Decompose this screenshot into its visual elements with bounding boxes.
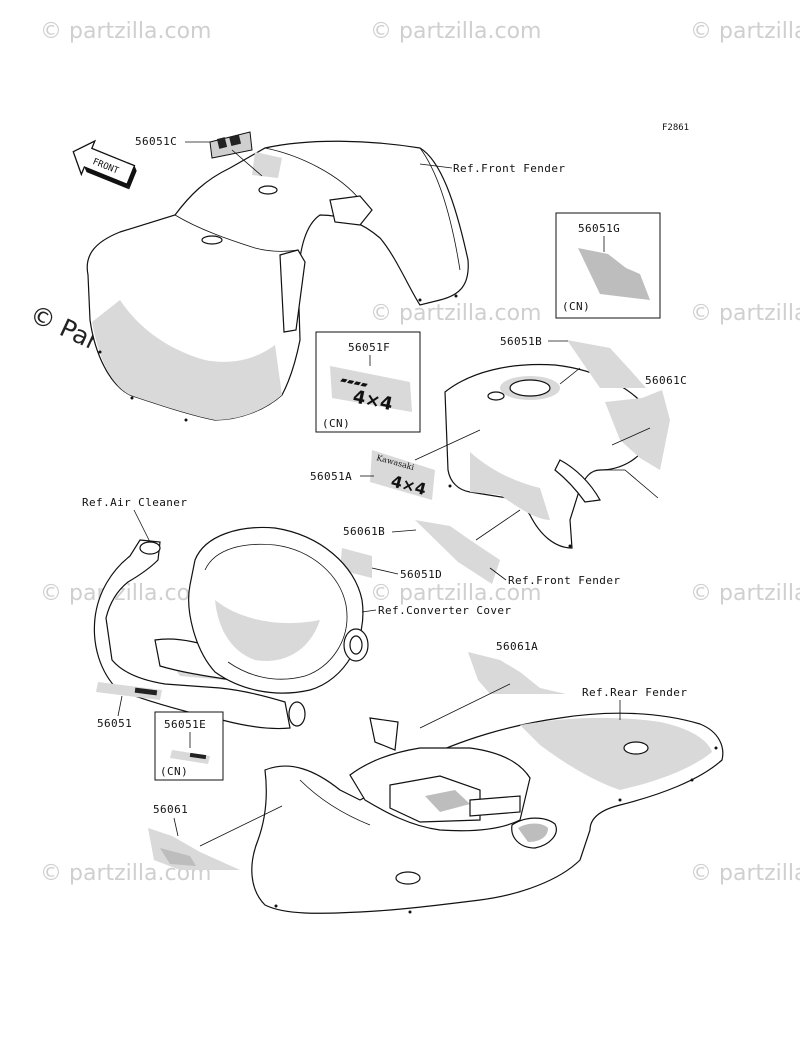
front-arrow-icon: FRONT xyxy=(72,139,137,190)
box-56051E: 56051E (CN) xyxy=(154,711,224,781)
leader-ref-front-fender-top xyxy=(419,163,453,169)
watermark-text: © partzilla.com xyxy=(370,19,541,44)
rear-fender xyxy=(251,712,724,914)
decal-56061B xyxy=(415,520,500,584)
front-fender-lower xyxy=(444,363,659,549)
label-56051F: 56051F xyxy=(348,341,390,354)
label-56061C: 56061C xyxy=(645,374,687,387)
leader-56051 xyxy=(117,695,123,717)
label-56051G: 56051G xyxy=(578,222,620,235)
label-ref-rear-fender: Ref.Rear Fender xyxy=(582,686,687,699)
watermark-text: © partzilla.com xyxy=(690,861,800,886)
front-fender-upper xyxy=(86,140,469,421)
leader-56051A-b xyxy=(414,429,481,461)
label-ref-front-fender-bottom: Ref.Front Fender xyxy=(508,574,620,587)
box-56051G: 56051G (CN) xyxy=(555,212,661,319)
decal-56051A: Kawasaki 4×4 xyxy=(370,450,435,500)
label-cn-e: (CN) xyxy=(160,765,188,778)
leader-56061B-b xyxy=(475,509,521,541)
decal-56061C xyxy=(605,390,670,470)
label-56061B: 56061B xyxy=(343,525,385,538)
bolt-dots xyxy=(98,294,718,914)
decal-56061A xyxy=(468,652,566,694)
leader-56061-b xyxy=(199,805,283,847)
watermark-text: © partzilla.com xyxy=(690,301,800,326)
leader-56051D xyxy=(371,567,399,575)
leader-56061B xyxy=(391,529,417,533)
label-56051E: 56051E xyxy=(164,718,206,731)
leader-56061 xyxy=(173,817,179,837)
label-56051A: 56051A xyxy=(310,470,352,483)
label-56061: 56061 xyxy=(153,803,188,816)
decal-56051B xyxy=(567,340,646,388)
decal-56061-inner xyxy=(160,848,196,866)
decal-56051C xyxy=(209,131,253,159)
leader-56061C xyxy=(611,427,651,446)
label-56051D: 56051D xyxy=(400,568,442,581)
leader-ref-front-fender-bottom xyxy=(489,567,507,581)
leader-ref-air-cleaner xyxy=(133,509,151,543)
decal-56051 xyxy=(96,682,162,700)
leader-ref-converter-cover xyxy=(361,609,377,613)
figure-code: F2861 xyxy=(662,123,689,133)
label-ref-converter-cover: Ref.Converter Cover xyxy=(378,604,511,617)
label-56051: 56051 xyxy=(97,717,132,730)
label-cn-f: (CN) xyxy=(322,417,350,430)
label-56061A: 56061A xyxy=(496,640,538,653)
watermark-text: © partzilla.com xyxy=(40,19,211,44)
leader-56061A xyxy=(419,683,511,729)
watermark-text: © partzilla.com xyxy=(370,581,541,606)
watermark-text: © partzilla.com xyxy=(370,301,541,326)
decal-outline-56051C xyxy=(252,152,282,178)
label-ref-front-fender-top: Ref.Front Fender xyxy=(453,162,565,175)
leader-56051B-b xyxy=(559,367,581,385)
watermark-text: © partzilla.com xyxy=(40,581,211,606)
label-56051C: 56051C xyxy=(135,135,177,148)
watermark-text: © partzilla.com xyxy=(690,581,800,606)
label-cn-g: (CN) xyxy=(562,300,590,313)
label-ref-air-cleaner: Ref.Air Cleaner xyxy=(82,496,187,509)
converter-cover xyxy=(188,526,369,694)
watermark-text: © partzilla.com xyxy=(690,19,800,44)
box-56051F: 56051F ▰▰▰▰ 4×4 (CN) xyxy=(315,331,421,433)
label-56051B: 56051B xyxy=(500,335,542,348)
leader-56051C-b xyxy=(231,149,263,177)
